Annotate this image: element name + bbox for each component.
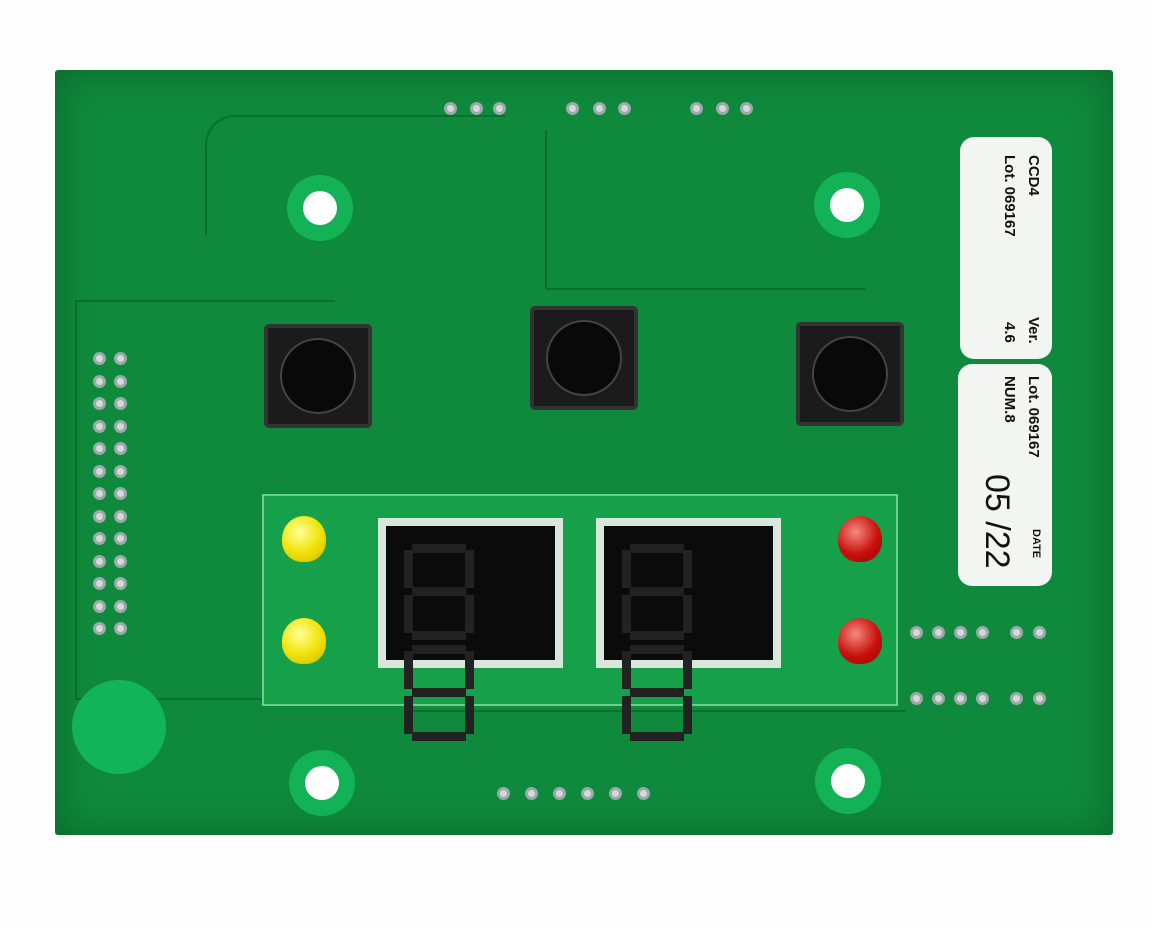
solder-pad [470, 102, 483, 115]
solder-pad [740, 102, 753, 115]
led-yellow [282, 618, 326, 664]
mounting-hole [289, 750, 355, 816]
lot-text: Lot. 069167 [1001, 155, 1018, 237]
solder-pad [93, 374, 106, 388]
solder-pad [93, 622, 106, 635]
solder-pad [93, 487, 106, 500]
solder-pad [525, 787, 538, 800]
seven-segment-display [596, 518, 781, 741]
label-date: Lot. 069167 NUM.8 DATE 05 /22 [958, 364, 1052, 586]
solder-pad [93, 464, 106, 478]
led-red [838, 618, 882, 664]
fiducial-pad [72, 680, 166, 774]
solder-pad [114, 622, 127, 635]
solder-pad [114, 419, 127, 433]
solder-pad [114, 554, 127, 568]
solder-pad [114, 352, 127, 365]
solder-pad [93, 599, 106, 613]
solder-pad [910, 626, 923, 639]
solder-pad [618, 102, 631, 115]
solder-pad [93, 352, 106, 365]
mounting-hole [287, 175, 353, 241]
solder-pad [581, 787, 594, 800]
led-red [838, 516, 882, 562]
digit [622, 645, 692, 741]
solder-pad [93, 397, 106, 410]
solder-pad [114, 599, 127, 613]
solder-pad [93, 577, 106, 590]
solder-pad [93, 532, 106, 545]
solder-pad [114, 397, 127, 410]
solder-pad [114, 487, 127, 500]
solder-pad [609, 787, 622, 800]
mounting-hole [814, 172, 880, 238]
solder-pad [1010, 626, 1023, 639]
digit [404, 544, 474, 640]
solder-pad [637, 787, 650, 800]
push-button-right[interactable] [796, 322, 904, 426]
label-version: CCD4 Lot. 069167 Ver. 4.6 [960, 137, 1052, 359]
digit [404, 645, 474, 741]
solder-pad [93, 442, 106, 455]
solder-pad [954, 626, 967, 639]
push-button-center[interactable] [530, 306, 638, 410]
solder-pad [1033, 626, 1046, 639]
solder-pad [114, 374, 127, 388]
solder-pad [93, 419, 106, 433]
solder-pad [954, 692, 967, 705]
push-button-left[interactable] [264, 324, 372, 428]
solder-pad [932, 626, 945, 639]
solder-pad [497, 787, 510, 800]
solder-pad [114, 532, 127, 545]
solder-pad [114, 509, 127, 523]
solder-pad [976, 692, 989, 705]
solder-pad [566, 102, 579, 115]
solder-pad [93, 509, 106, 523]
solder-pad [932, 692, 945, 705]
mounting-hole [815, 748, 881, 814]
solder-pad [114, 442, 127, 455]
lot-text: Lot. 069167 [1025, 376, 1042, 458]
solder-pad [976, 626, 989, 639]
solder-pad [690, 102, 703, 115]
led-yellow [282, 516, 326, 562]
solder-pad [716, 102, 729, 115]
version-label: Ver. [1025, 317, 1042, 344]
solder-pad [1010, 692, 1023, 705]
version-value: 4.6 [1001, 322, 1018, 343]
circuit-board [55, 70, 1113, 835]
solder-pad [910, 692, 923, 705]
solder-pad [553, 787, 566, 800]
solder-pad [114, 577, 127, 590]
solder-pad [493, 102, 506, 115]
solder-pad [93, 554, 106, 568]
solder-pad [593, 102, 606, 115]
num-text: NUM.8 [1001, 376, 1018, 423]
digit [622, 544, 692, 640]
solder-pad [1033, 692, 1046, 705]
model-text: CCD4 [1025, 155, 1042, 196]
solder-pad [444, 102, 457, 115]
date-label: DATE [1030, 529, 1042, 559]
display-board [262, 494, 898, 741]
date-value: 05 /22 [978, 474, 1016, 569]
solder-pad [114, 464, 127, 478]
seven-segment-display [378, 518, 563, 741]
